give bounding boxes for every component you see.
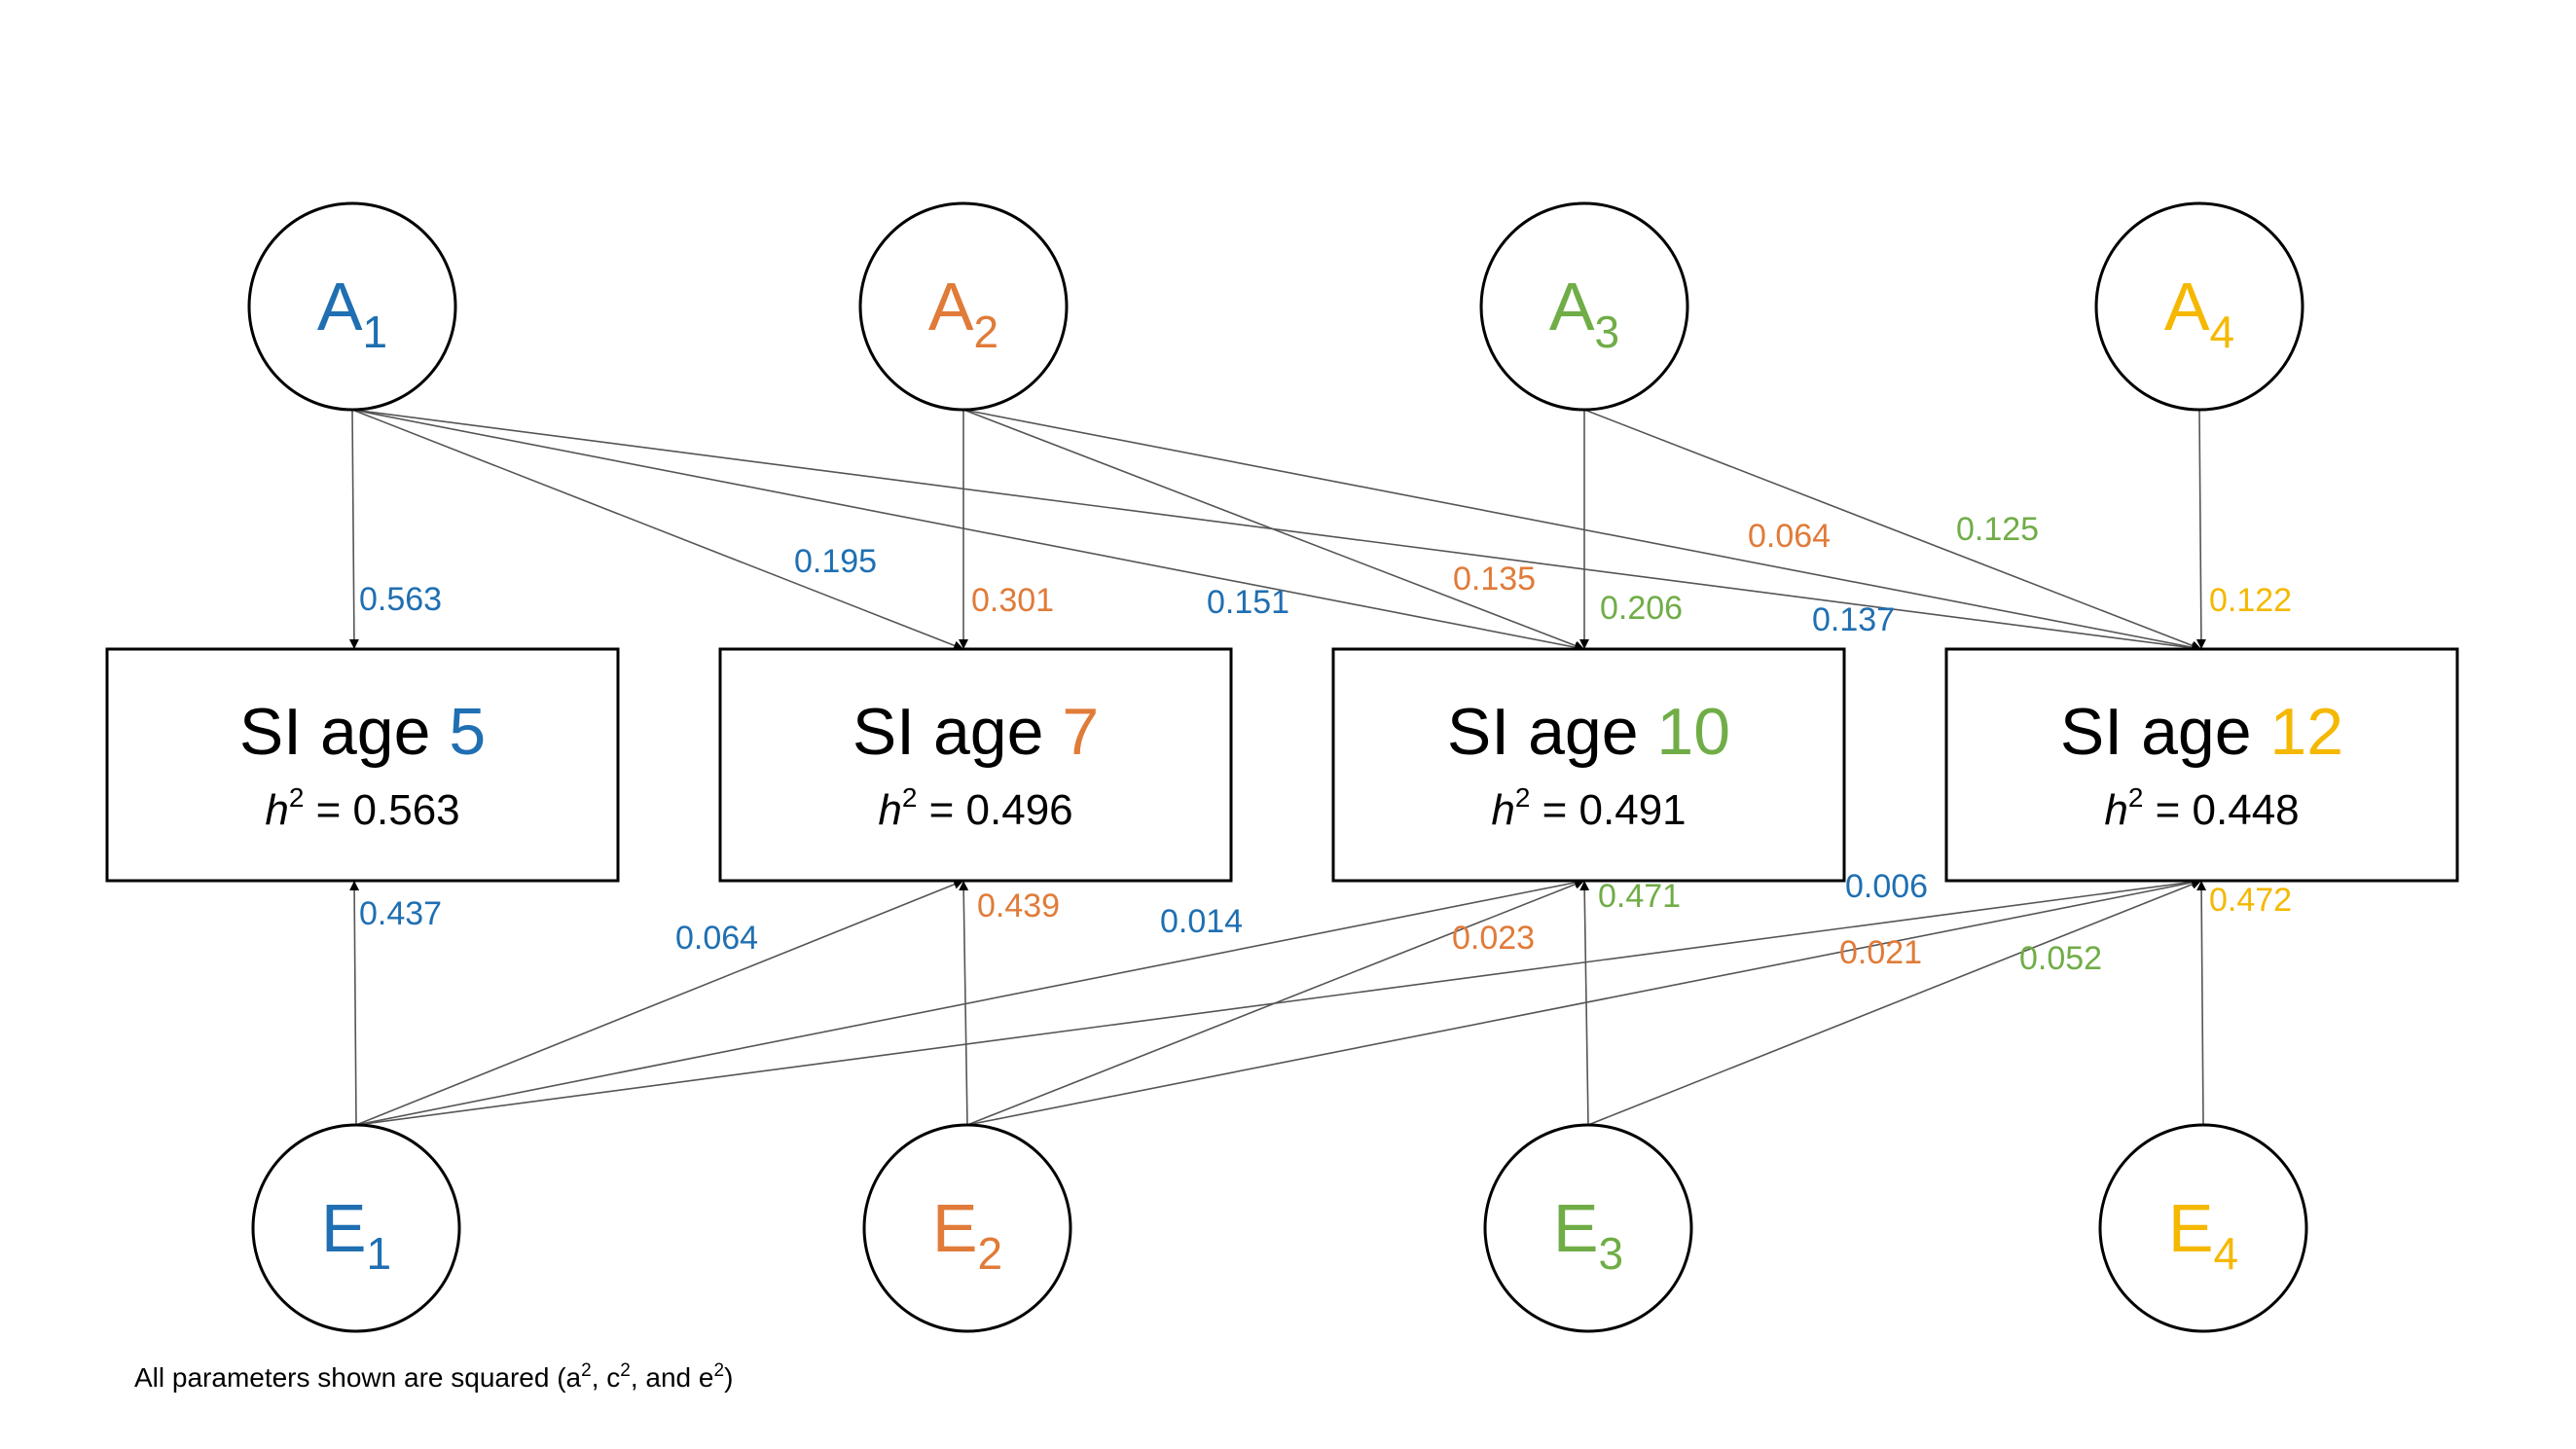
a-path-coefficient: 0.151: [1207, 584, 1289, 621]
path-coefficients: 0.563 0.195 0.151 0.137 0.301 0.135 0.064 0.206…: [359, 511, 2292, 977]
a-path-coefficient: 0.195: [794, 543, 877, 580]
e-path-coefficient: 0.471: [1598, 878, 1681, 915]
e-path-line: [966, 878, 2202, 1126]
factor-label: A2: [928, 269, 998, 357]
e-factor-2: E2: [862, 1123, 1072, 1333]
box-title: SI age 5: [239, 695, 486, 769]
e-path-line: [966, 880, 1585, 1126]
path-lines: [348, 409, 2207, 1126]
factor-label: A3: [1549, 269, 1619, 357]
a-factor-2: A2: [858, 201, 1069, 412]
observed-box: [105, 647, 620, 883]
factor-label: E2: [932, 1190, 1002, 1279]
e-path-line: [355, 877, 2202, 1126]
e-path-coefficient: 0.472: [2209, 882, 2292, 919]
e-path-line: [355, 878, 1585, 1126]
a-factor-1: A1: [247, 201, 457, 412]
e-factor-3: E3: [1483, 1123, 1693, 1333]
e-path-coefficient: 0.052: [2019, 940, 2102, 977]
observed-box: [1944, 647, 2459, 883]
footnote: All parameters shown are squared (a2, c2…: [134, 1360, 733, 1393]
a-path-coefficient: 0.064: [1748, 518, 1831, 555]
a-path-coefficient: 0.122: [2209, 582, 2292, 619]
a-factor-4: A4: [2094, 201, 2304, 412]
box-heritability: h2 = 0.448: [2104, 782, 2299, 834]
e-path-coefficient: 0.064: [675, 920, 758, 957]
e-path-line: [1587, 880, 2202, 1126]
a-path-coefficient: 0.563: [359, 581, 442, 618]
si-age-5-box: SI age 5 h2 = 0.563: [105, 647, 620, 883]
a-factor-3: A3: [1479, 201, 1689, 412]
e-path-line: [1579, 880, 1590, 1126]
e-path-coefficient: 0.439: [977, 888, 1060, 924]
factor-label: A1: [317, 269, 387, 357]
si-age-7-box: SI age 7 h2 = 0.496: [718, 647, 1233, 883]
factor-circle: [1483, 1123, 1693, 1333]
factor-circle: [247, 201, 457, 412]
e-factor-1: E1: [251, 1123, 461, 1333]
e-factor-4: E4: [2098, 1123, 2308, 1333]
a-path-line: [2195, 409, 2206, 650]
a-path-line: [1583, 409, 2202, 651]
e-path-line: [959, 880, 969, 1126]
box-heritability: h2 = 0.496: [878, 782, 1072, 834]
e-path-coefficient: 0.437: [359, 895, 442, 932]
box-title: SI age 10: [1447, 695, 1730, 769]
factor-circle: [1479, 201, 1689, 412]
a-path-coefficient: 0.206: [1600, 590, 1683, 627]
box-heritability: h2 = 0.563: [265, 782, 459, 834]
e-path-coefficient: 0.006: [1845, 868, 1928, 905]
a-path-line: [962, 409, 2202, 653]
factor-label: E3: [1553, 1190, 1623, 1279]
box-heritability: h2 = 0.491: [1491, 782, 1686, 834]
e-path-coefficient: 0.014: [1160, 903, 1243, 940]
a-path-coefficient: 0.301: [971, 582, 1054, 619]
si-age-12-box: SI age 12 h2 = 0.448: [1944, 647, 2459, 883]
e-path-coefficient: 0.021: [1839, 934, 1922, 971]
e-path-line: [349, 880, 360, 1126]
observed-box: [718, 647, 1233, 883]
factor-circle: [862, 1123, 1072, 1333]
a-path-line: [962, 409, 1585, 651]
e-path-coefficient: 0.023: [1452, 920, 1535, 957]
a-path-coefficient: 0.137: [1812, 601, 1895, 638]
a-path-line: [351, 409, 2202, 653]
observed-box: [1331, 647, 1846, 883]
e-path-line: [355, 880, 964, 1126]
factor-circle: [251, 1123, 461, 1333]
a-path-line: [351, 409, 964, 651]
a-path-line: [348, 409, 359, 650]
factor-label: E4: [2168, 1190, 2238, 1279]
factor-circle: [858, 201, 1069, 412]
e-path-line: [2196, 880, 2207, 1126]
factor-circle: [2098, 1123, 2308, 1333]
a-path-coefficient: 0.125: [1956, 511, 2039, 548]
si-age-10-box: SI age 10 h2 = 0.491: [1331, 647, 1846, 883]
box-title: SI age 7: [853, 695, 1099, 769]
factor-circle: [2094, 201, 2304, 412]
factor-label: E1: [321, 1190, 391, 1279]
a-path-line: [351, 409, 1585, 653]
factor-label: A4: [2164, 269, 2234, 357]
a-path-coefficient: 0.135: [1453, 561, 1536, 598]
box-title: SI age 12: [2060, 695, 2343, 769]
